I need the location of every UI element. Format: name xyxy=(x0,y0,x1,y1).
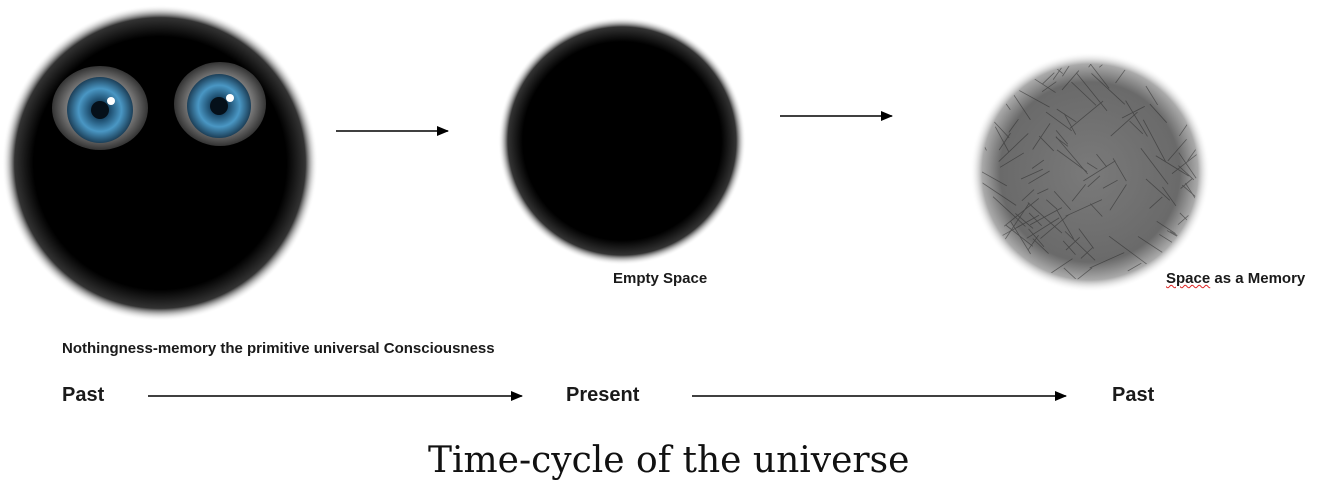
caption-empty-space: Empty Space xyxy=(613,270,708,287)
memory-sphere xyxy=(970,52,1210,292)
right-eye-icon xyxy=(174,62,266,146)
diagram-title: Time-cycle of the universe xyxy=(428,440,910,481)
empty-space-sphere xyxy=(498,17,746,265)
nothingness-sphere xyxy=(2,5,318,321)
caption-space-as-memory: Space as a Memory xyxy=(1166,270,1305,287)
timeline-label-past: Past xyxy=(62,384,105,406)
caption-nothingness: Nothingness-memory the primitive univers… xyxy=(62,340,495,357)
timeline-label-past-2: Past xyxy=(1112,384,1155,406)
left-eye-icon xyxy=(52,66,148,150)
caption-space-word: Space xyxy=(1166,270,1211,287)
caption-as-memory: as a Memory xyxy=(1210,270,1306,287)
timeline-label-present: Present xyxy=(566,384,640,406)
